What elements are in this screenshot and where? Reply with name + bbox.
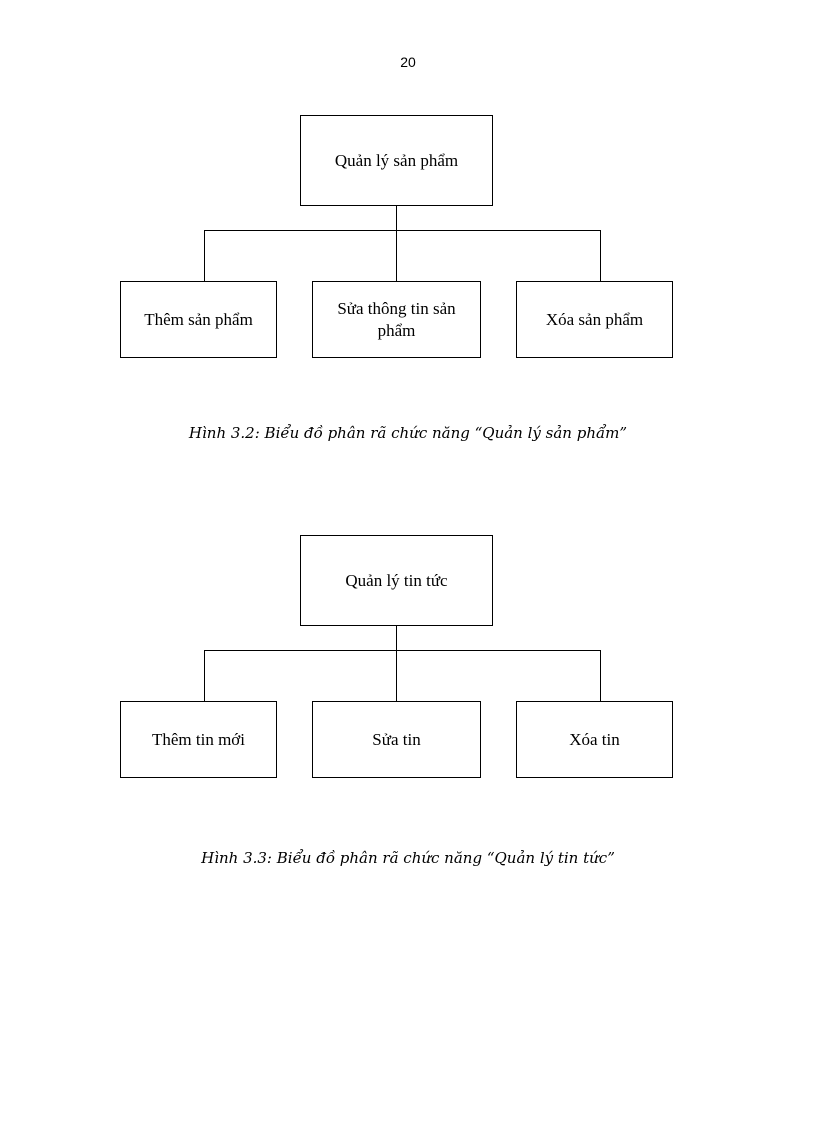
figure-caption: Hình 3.2: Biểu đồ phân rã chức năng “Quả…: [188, 424, 628, 442]
root-node: Quản lý tin tức: [300, 535, 493, 626]
root-node: Quản lý sản phẩm: [300, 115, 493, 206]
figure-caption: Hình 3.3: Biểu đồ phân rã chức năng “Quả…: [201, 849, 615, 867]
child-node-delete: Xóa tin: [516, 701, 673, 778]
connector-horizontal: [204, 230, 601, 231]
connector-right: [600, 230, 601, 281]
connector-left: [204, 650, 205, 701]
connector-left: [204, 230, 205, 281]
child-node-edit: Sửa thông tin sản phẩm: [312, 281, 481, 358]
connector-vertical-center: [396, 625, 397, 701]
page-number: 20: [400, 54, 416, 70]
child-node-edit: Sửa tin: [312, 701, 481, 778]
child-node-add: Thêm tin mới: [120, 701, 277, 778]
connector-right: [600, 650, 601, 701]
child-node-add: Thêm sản phẩm: [120, 281, 277, 358]
connector-vertical-center: [396, 205, 397, 281]
child-node-delete: Xóa sản phẩm: [516, 281, 673, 358]
connector-horizontal: [204, 650, 601, 651]
